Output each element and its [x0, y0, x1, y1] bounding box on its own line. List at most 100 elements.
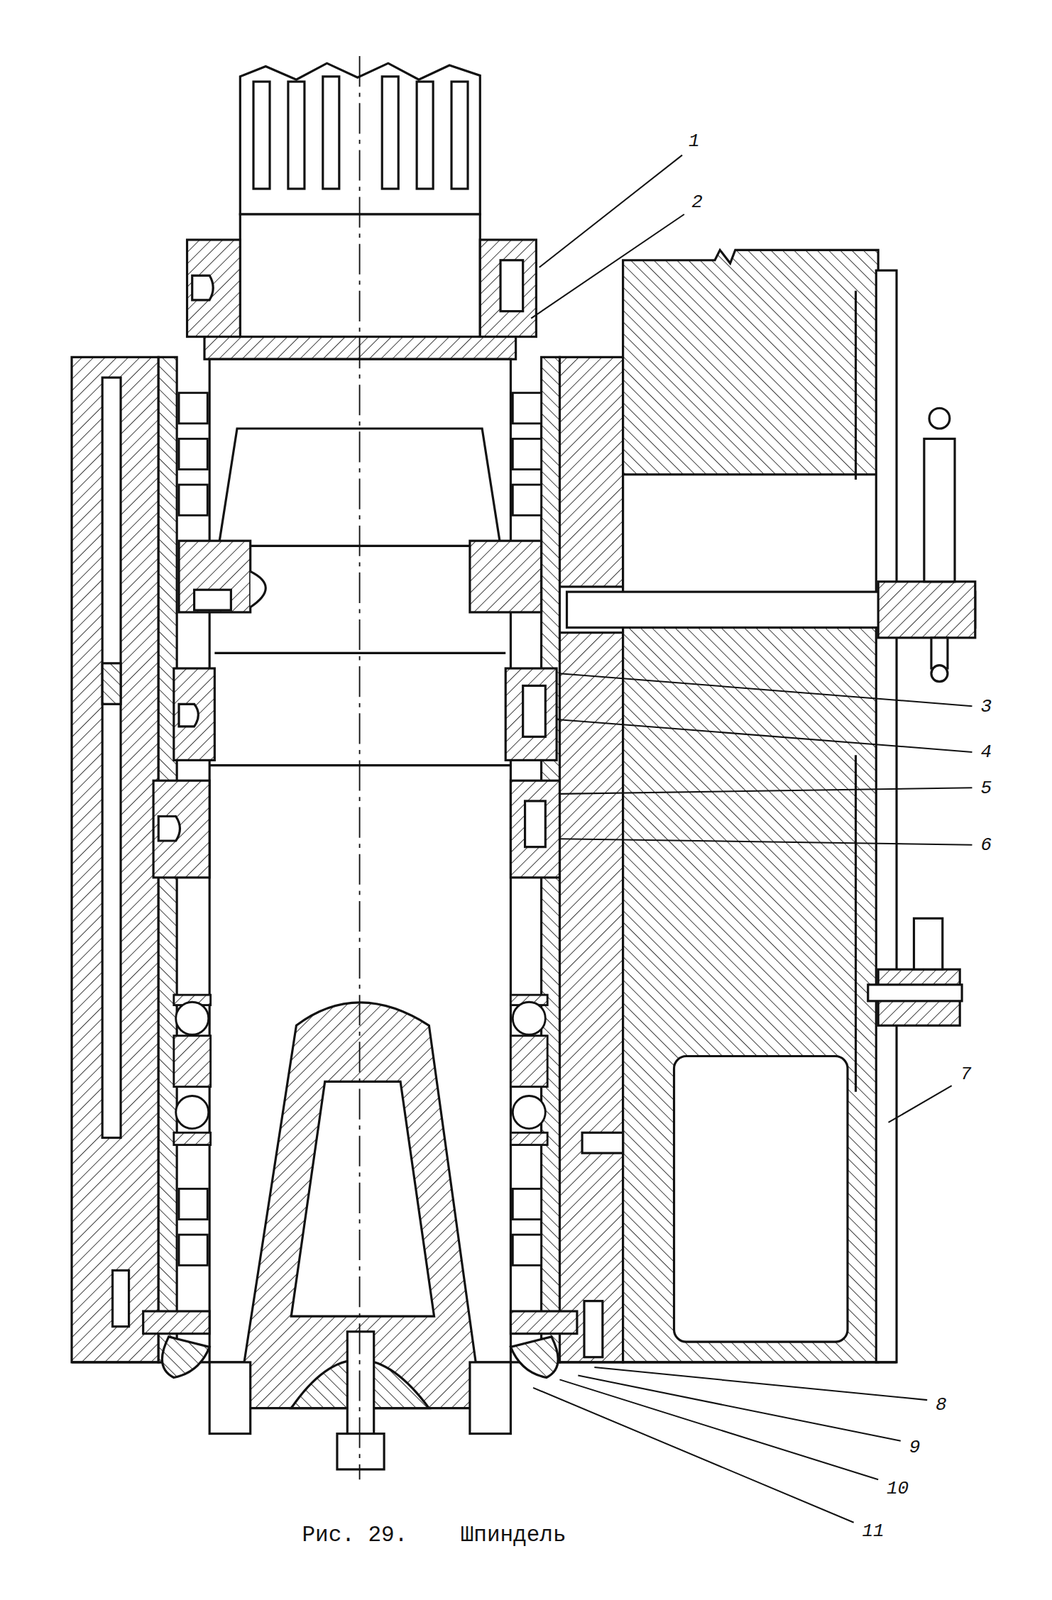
housing-part — [102, 663, 121, 705]
housing-part — [102, 377, 121, 1138]
housing-part — [71, 357, 159, 1363]
spindle-body-part — [250, 571, 267, 607]
seals-part — [584, 1301, 603, 1358]
spline-shaft-part — [381, 76, 399, 189]
nut-1-part — [192, 275, 213, 301]
leader-lines-part — [577, 1376, 901, 1442]
tool-taper-part — [347, 1332, 374, 1435]
ball-bearings-part — [512, 1002, 546, 1035]
roller-bearings-part — [178, 1235, 208, 1266]
ball-bearings-part — [512, 1096, 546, 1130]
ball-bearings-part — [176, 1002, 209, 1035]
spline-shaft-part — [451, 81, 468, 189]
roller-bearings-part — [178, 1189, 208, 1220]
nut-1-part — [479, 239, 536, 338]
lever-and-fitting-part — [929, 408, 950, 429]
roller-bearings-part — [512, 393, 541, 424]
leader-lines-part — [559, 1379, 879, 1481]
callout-number: 7 — [958, 1064, 974, 1086]
spline-shaft-part — [416, 81, 434, 189]
housing-part — [854, 291, 857, 480]
callout-number: 5 — [978, 777, 994, 800]
spline-shaft-part — [288, 81, 305, 189]
spline-shaft-part — [253, 81, 270, 189]
lever-and-fitting — [567, 408, 976, 1154]
lever-and-fitting-part — [582, 1132, 624, 1154]
lever-and-fitting-part — [913, 918, 942, 970]
housing-part — [674, 1056, 848, 1343]
ball-bearings-part — [510, 1132, 548, 1145]
seals-part — [143, 1311, 210, 1335]
nut-1 — [187, 239, 537, 338]
callout-number: 6 — [978, 834, 994, 857]
leader-lines-part — [559, 839, 972, 846]
nut-5-6-part — [158, 817, 180, 842]
ball-bearings-part — [176, 1096, 209, 1130]
seals-part — [510, 1311, 577, 1335]
roller-bearings-part — [178, 484, 208, 516]
callout-number: 3 — [978, 696, 994, 718]
nut-5-6-part — [510, 780, 560, 879]
leader-lines-part — [559, 673, 972, 707]
seals-part — [112, 1270, 130, 1327]
leader-lines-part — [530, 214, 685, 319]
nut-3-4 — [173, 668, 557, 761]
tool-taper-part — [469, 1362, 512, 1435]
nut-3-4-part — [178, 704, 199, 727]
housing-part — [559, 357, 623, 1363]
callout-number: 9 — [907, 1437, 923, 1459]
center-line — [359, 56, 361, 1481]
nut-5-6-part — [525, 801, 546, 848]
callout-number: 11 — [859, 1521, 886, 1543]
callout-number: 2 — [689, 191, 705, 213]
lever-and-fitting-part — [924, 438, 955, 582]
center-line-part — [359, 56, 361, 1481]
callout-number: 4 — [978, 741, 994, 764]
lever-and-fitting-part — [931, 638, 948, 669]
leader-lines-part — [533, 1388, 854, 1524]
tool-taper-part — [291, 1081, 434, 1317]
callout-number: 8 — [933, 1394, 950, 1417]
nut-3-4-part — [173, 668, 216, 761]
roller-bearings-part — [512, 1235, 541, 1266]
roller-bearings-part — [178, 393, 208, 424]
housing-part — [854, 755, 857, 1093]
leader-lines-part — [594, 1367, 928, 1401]
seals-part — [161, 1337, 210, 1379]
callout-number: 1 — [686, 130, 703, 152]
leader-lines-part — [539, 155, 683, 268]
roller-bearings-part — [512, 1189, 541, 1220]
lever-and-fitting-part — [868, 985, 962, 1002]
ball-bearings-part — [173, 1036, 211, 1088]
housing-part — [875, 270, 897, 1363]
housing — [71, 249, 897, 1363]
nut-5-6 — [153, 780, 560, 879]
spindle-body-part — [178, 540, 251, 613]
lever-and-fitting-part — [878, 582, 976, 639]
roller-bearings-part — [178, 438, 208, 470]
ball-bearings-part — [173, 1132, 211, 1145]
spindle-body-part — [214, 652, 506, 655]
nut-3-4-part — [523, 685, 546, 737]
lever-and-fitting-part — [931, 665, 948, 683]
leader-lines-part — [556, 719, 972, 753]
tool-taper-part — [209, 1362, 251, 1435]
roller-bearings-part — [512, 438, 541, 470]
spindle-body-part — [194, 589, 232, 611]
nut-3-4-part — [505, 668, 557, 761]
housing-part — [623, 249, 879, 1363]
figure-caption: Рис. 29. Шпиндель — [301, 1524, 566, 1549]
spline-shaft-part — [322, 76, 340, 189]
callout-number: 10 — [884, 1478, 911, 1500]
nut-5-6-part — [153, 780, 210, 879]
nut-1-part — [187, 239, 241, 338]
spindle-body-part — [469, 540, 542, 613]
leader-lines-part — [559, 787, 972, 795]
leader-lines — [530, 155, 972, 1524]
ball-bearings-part — [510, 1036, 548, 1088]
tool-taper-part — [337, 1434, 385, 1471]
leader-lines-part — [888, 1086, 952, 1123]
